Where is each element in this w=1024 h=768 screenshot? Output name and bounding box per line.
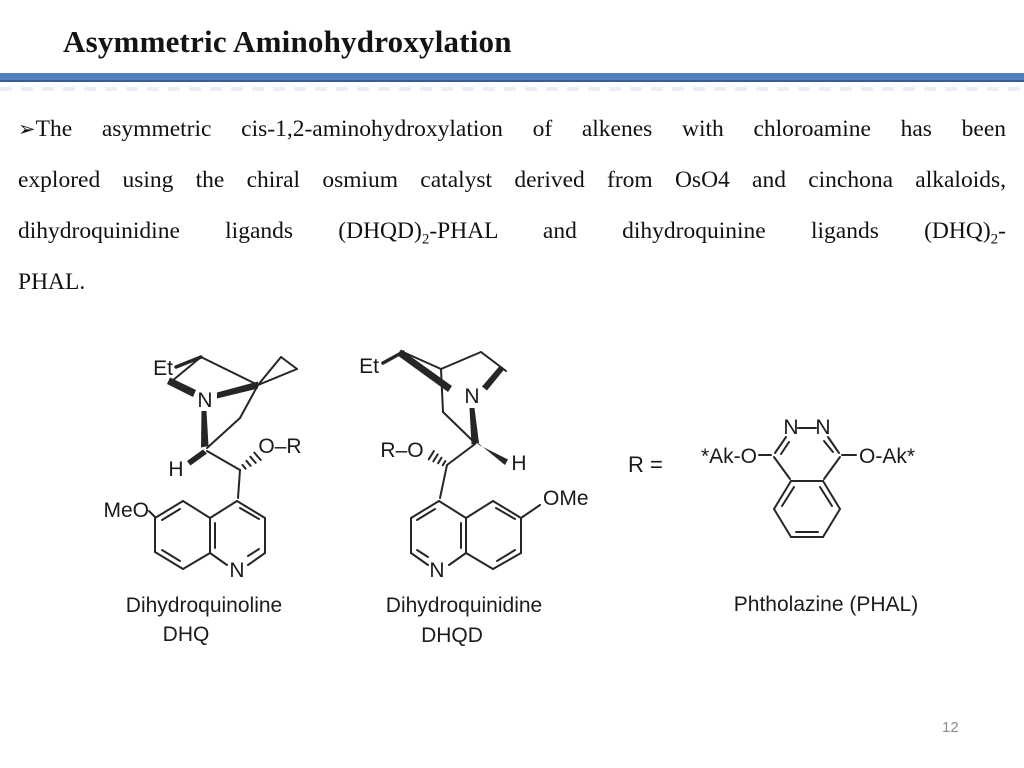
phal-left-group-label: *Ak-O	[701, 445, 757, 468]
title-divider-dots	[0, 87, 1024, 91]
body-line-4-text: PHAL.	[18, 269, 86, 295]
subscript-2: 2	[990, 231, 999, 248]
dhq-or-label: O–R	[258, 435, 301, 458]
body-line-4: PHAL.	[18, 257, 1006, 308]
dhq-abbr-label: DHQ	[163, 623, 210, 646]
dhq-quinoline-n-label: N	[229, 559, 244, 582]
dhqd-ome-label: OMe	[543, 487, 589, 510]
dhq-meo-label: MeO	[103, 499, 149, 522]
body-line-3-text-a: dihydroquinidine ligands (DHQD)	[18, 218, 422, 244]
body-line-2: explored using the chiral osmium catalys…	[18, 155, 1006, 206]
phal-n1-label: N	[783, 416, 798, 439]
dhq-h-label: H	[168, 458, 183, 481]
dhq-structure: Et N H O–R MeO N Dihydroquinoline DHQ	[103, 355, 302, 646]
dhq-et-label: Et	[153, 357, 173, 380]
body-line-1: ➢The asymmetric cis-1,2-aminohydroxylati…	[18, 104, 1006, 155]
dhqd-abbr-label: DHQD	[421, 624, 483, 647]
subscript-2: 2	[421, 231, 430, 248]
body-line-3-text-c: -	[998, 218, 1006, 244]
dhq-quinuclidine-n-label: N	[197, 389, 212, 412]
body-line-2-text: explored using the chiral osmium catalys…	[18, 167, 1006, 193]
title-divider	[0, 73, 1024, 82]
body-paragraph: ➢The asymmetric cis-1,2-aminohydroxylati…	[18, 104, 1006, 308]
dhqd-quinuclidine-n-label: N	[464, 385, 479, 408]
page-number: 12	[942, 719, 959, 736]
dhq-name-label: Dihydroquinoline	[126, 594, 282, 617]
page-title: Asymmetric Aminohydroxylation	[63, 24, 512, 59]
dhqd-quinoline-n-label: N	[429, 559, 444, 582]
dhqd-name-label: Dihydroquinidine	[386, 594, 542, 617]
dhqd-h-label: H	[511, 452, 526, 475]
phal-n2-label: N	[815, 416, 830, 439]
dhqd-et-label: Et	[359, 355, 379, 378]
body-line-3-text-b: -PHAL and dihydroquinine ligands (DHQ)	[429, 218, 991, 244]
phal-structure: R = *Ak-O O-Ak* N N Phtholazine (PHAL)	[628, 416, 918, 616]
body-line-1-text: The asymmetric cis-1,2-aminohydroxylatio…	[35, 116, 1006, 142]
dhqd-structure: Et N R–O H OMe N Dihydroquinidine DHQD	[359, 349, 589, 647]
chemical-structures-figure: Et N H O–R MeO N Dihydroquinoline DHQ	[103, 349, 918, 647]
phal-right-group-label: O-Ak*	[859, 445, 915, 468]
body-line-3: dihydroquinidine ligands (DHQD)2-PHAL an…	[18, 206, 1006, 257]
dhqd-ro-label: R–O	[380, 439, 423, 462]
phal-r-equals-label: R =	[628, 452, 663, 477]
bullet-arrow-icon: ➢	[18, 117, 36, 141]
phal-name-label: Phtholazine (PHAL)	[734, 593, 918, 616]
